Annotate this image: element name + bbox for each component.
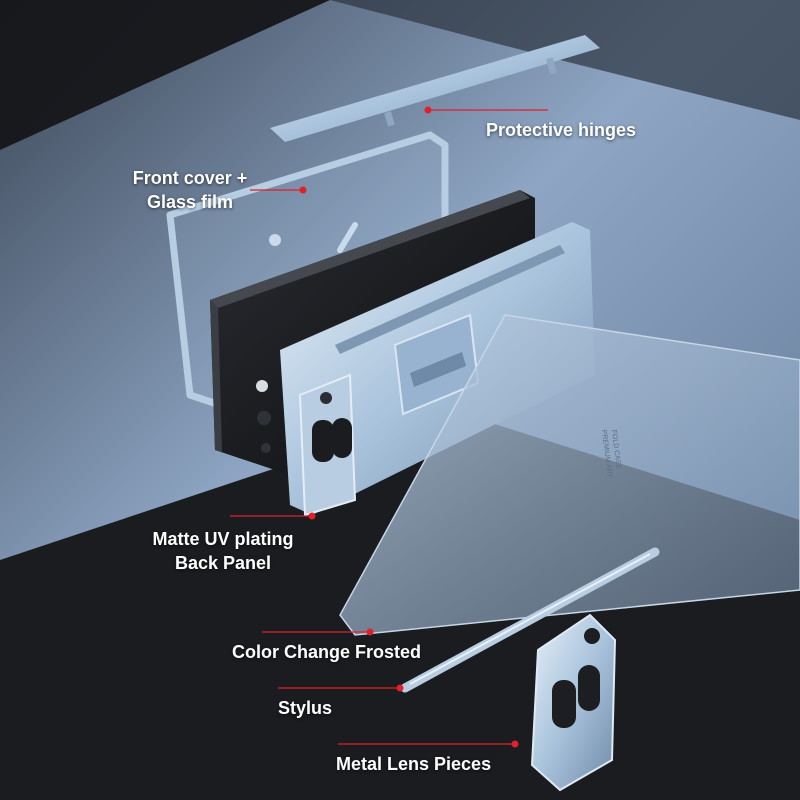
label-matte-uv: Matte UV plating Back Panel (138, 527, 308, 575)
background-dark-corner-top (0, 0, 330, 150)
phone-camera (256, 380, 271, 453)
callout-hinges (424, 106, 548, 114)
label-front-cover-line2: Glass film (146, 192, 234, 212)
metal-lens-piece (530, 613, 617, 792)
callout-stylus (278, 684, 404, 692)
callout-matte (230, 512, 316, 520)
frosted-back-panel: FOLD CASE PREMIUM ART (339, 314, 800, 636)
panel-print-line1: FOLD CASE (610, 429, 622, 470)
callout-metal-lens (338, 740, 519, 748)
label-front-cover: Front cover + Glass film (120, 166, 260, 214)
callout-color-change (262, 628, 374, 636)
stylus-part (400, 547, 660, 693)
label-front-cover-line1: Front cover + (132, 168, 248, 188)
label-matte-line1: Matte UV plating (152, 529, 294, 549)
label-protective-hinges: Protective hinges (486, 120, 637, 140)
case-back-shell (280, 222, 595, 517)
label-matte-line2: Back Panel (174, 553, 272, 573)
label-metal-lens: Metal Lens Pieces (336, 754, 492, 774)
label-color-change: Color Change Frosted (232, 642, 422, 662)
hinge-part (270, 35, 600, 142)
label-stylus: Stylus (278, 698, 333, 718)
callout-front-cover (250, 186, 307, 194)
background-shadow-top-right (330, 0, 800, 120)
